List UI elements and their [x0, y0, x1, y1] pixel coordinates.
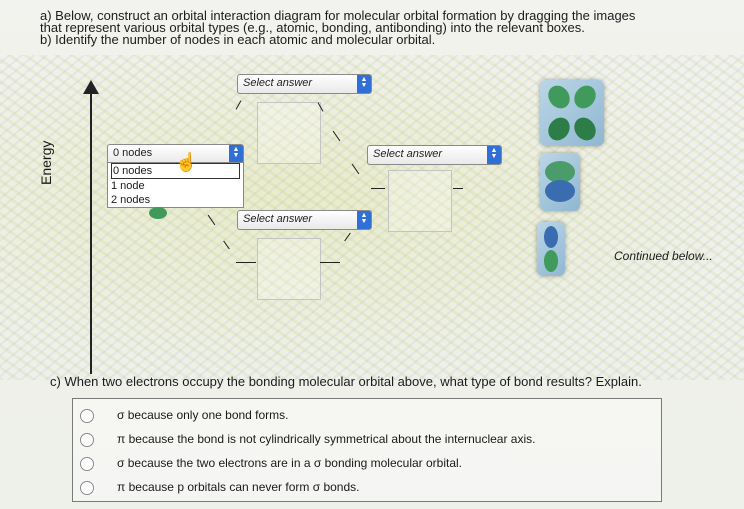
question-part-c: c) When two electrons occupy the bonding… — [50, 374, 642, 389]
background-pattern — [0, 55, 744, 380]
answer-option-3[interactable]: σ because the two electrons are in a σ b… — [73, 454, 661, 476]
radio-button[interactable] — [80, 457, 94, 471]
antibonding-orbital-image[interactable] — [540, 80, 604, 146]
dropdown-arrows-icon: ▲▼ — [357, 75, 371, 93]
energy-axis-label: Energy — [38, 140, 54, 185]
bonding-orbital-image[interactable] — [540, 153, 580, 211]
p-orbital-lobes-icon — [544, 226, 558, 272]
question-part-a-line1: a) Below, construct an orbital interacti… — [40, 8, 636, 23]
dropdown-left-nodes[interactable]: 0 nodes ▲▼ — [107, 144, 244, 164]
radio-button[interactable] — [80, 481, 94, 495]
bonding-lobes-icon — [545, 161, 575, 202]
answer-options: σ because only one bond forms. π because… — [72, 398, 662, 502]
option-2-nodes[interactable]: 2 nodes — [111, 194, 151, 206]
dropdown-arrows-icon: ▲▼ — [487, 146, 501, 164]
antibonding-lobes-icon — [548, 85, 596, 141]
answer-option-1[interactable]: σ because only one bond forms. — [73, 406, 661, 428]
option-1-node[interactable]: 1 node — [111, 180, 145, 192]
radio-button[interactable] — [80, 433, 94, 447]
dropdown-top-center[interactable]: Select answer ▲▼ — [237, 74, 372, 94]
antibonding-mo-box[interactable] — [257, 102, 321, 164]
left-ao-partial-orbital — [149, 207, 167, 219]
dropdown-top-center-label: Select answer — [243, 77, 313, 89]
dropdown-right-label: Select answer — [373, 148, 443, 160]
nodes-option-list[interactable]: 0 nodes 1 node 2 nodes — [107, 162, 244, 208]
radio-button[interactable] — [80, 409, 94, 423]
answer-option-label: σ because the two electrons are in a σ b… — [117, 456, 463, 470]
option-0-nodes[interactable]: 0 nodes — [111, 163, 240, 179]
p-atomic-orbital-image[interactable] — [537, 222, 565, 276]
dropdown-left-label: 0 nodes — [113, 147, 153, 159]
question-part-a-line2: that represent various orbital types (e.… — [40, 20, 585, 35]
answer-option-2[interactable]: π because the bond is not cylindrically … — [73, 430, 661, 452]
continued-text: Continued below... — [614, 249, 713, 263]
hand-cursor-icon: ☝ — [175, 152, 198, 172]
dropdown-arrows-icon: ▲▼ — [229, 145, 243, 163]
dropdown-arrows-icon: ▲▼ — [357, 211, 371, 229]
answer-option-label: π because the bond is not cylindrically … — [117, 432, 536, 446]
dropdown-bottom-center[interactable]: Select answer ▲▼ — [237, 210, 372, 230]
answer-option-4[interactable]: π because p orbitals can never form σ bo… — [73, 478, 661, 500]
question-part-b: b) Identify the number of nodes in each … — [40, 32, 436, 47]
answer-option-label: σ because only one bond forms. — [117, 408, 289, 422]
right-ao-box[interactable] — [388, 170, 452, 232]
answer-option-label: π because p orbitals can never form σ bo… — [117, 480, 360, 494]
bonding-mo-box[interactable] — [257, 238, 321, 300]
dropdown-bottom-center-label: Select answer — [243, 213, 313, 225]
dropdown-right[interactable]: Select answer ▲▼ — [367, 145, 502, 165]
